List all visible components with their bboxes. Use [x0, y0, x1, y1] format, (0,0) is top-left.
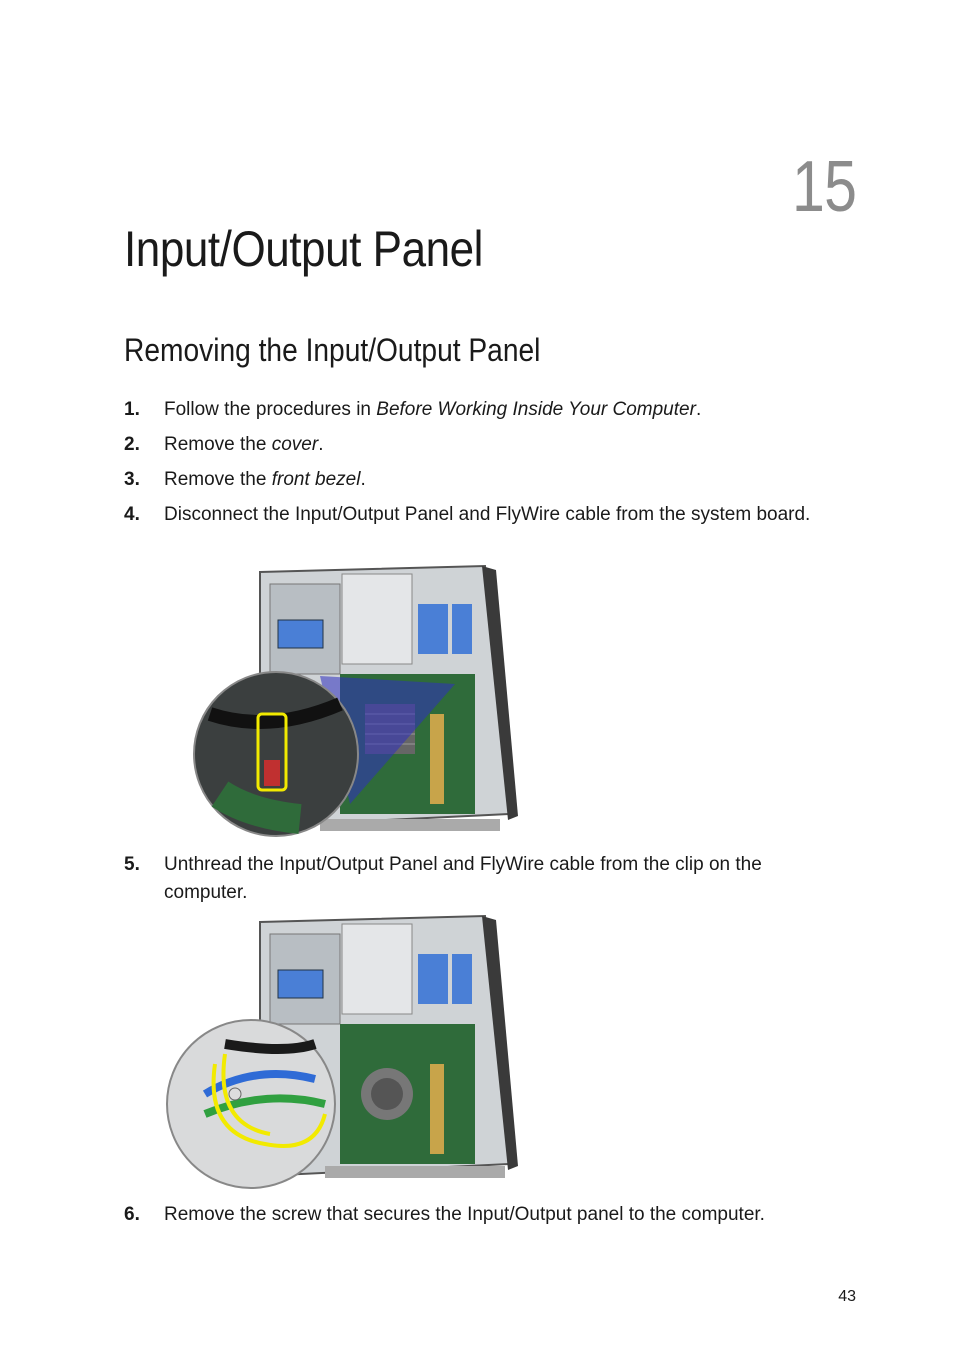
section-title: Removing the Input/Output Panel [124, 332, 541, 368]
step-text-part: Follow the procedures in [164, 399, 377, 420]
page-number: 43 [838, 1288, 856, 1305]
figure-unthread-cable [166, 914, 518, 1189]
step-text-part: . [695, 399, 702, 420]
step-text: Disconnect the Input/Output Panel and Fl… [164, 504, 811, 525]
step-text-part: . [360, 469, 366, 490]
step-number: 2. [124, 434, 140, 455]
cross-reference-link[interactable]: cover [271, 434, 319, 455]
step-text-part: Remove the [164, 469, 272, 490]
step-text-part: . [318, 434, 324, 455]
cross-reference-link[interactable]: front bezel [271, 469, 361, 490]
step-number: 3. [124, 469, 140, 490]
step-text: Remove the screw that secures the Input/… [164, 1204, 765, 1225]
chapter-number: 15 [791, 147, 857, 227]
cross-reference-link[interactable]: Before Working Inside Your Computer [376, 399, 696, 420]
figure-disconnect-cable [193, 564, 518, 837]
step-number: 1. [124, 399, 140, 420]
step-number: 4. [124, 504, 140, 525]
step-text: Unthread the Input/Output Panel and FlyW… [164, 854, 762, 903]
step-text: Follow the procedures in Before Working … [164, 396, 844, 424]
step-number: 6. [124, 1204, 140, 1225]
chapter-title: Input/Output Panel [124, 221, 484, 277]
step-text: Remove the front bezel. [164, 466, 844, 494]
step-text: Remove the cover. [164, 431, 844, 459]
step-number: 5. [124, 854, 140, 875]
step-text-part: Remove the [164, 434, 272, 455]
